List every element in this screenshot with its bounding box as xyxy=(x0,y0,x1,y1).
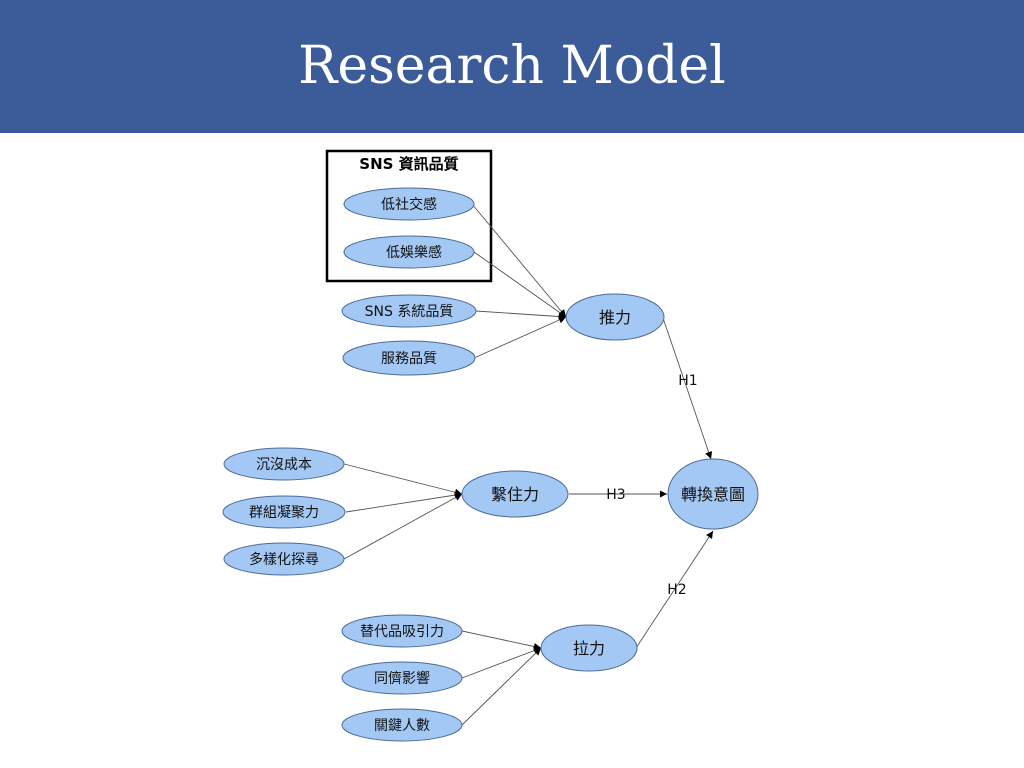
node-group-cohesion: 群組凝聚力 xyxy=(222,495,346,529)
svg-text:同儕影響: 同儕影響 xyxy=(374,670,430,687)
node-critical-mass: 關鍵人數 xyxy=(341,708,463,742)
svg-text:群組凝聚力: 群組凝聚力 xyxy=(249,505,319,521)
svg-text:轉換意圖: 轉換意圖 xyxy=(681,485,745,504)
h2-label: H2 xyxy=(667,582,686,598)
node-sunk-cost: 沉沒成本 xyxy=(223,447,345,481)
node-peer-influence: 同儕影響 xyxy=(341,661,463,695)
svg-text:低娛樂感: 低娛樂感 xyxy=(386,244,442,261)
node-alternative-attractiveness: 替代品吸引力 xyxy=(341,614,463,648)
pull-input-edges xyxy=(461,630,542,726)
node-sns-system-quality: SNS 系統品質 xyxy=(341,294,477,328)
sns-info-quality-box xyxy=(325,149,493,283)
sns-info-quality-title: SNS 資訊品質 xyxy=(359,155,458,173)
slide-title: Research Model xyxy=(298,36,726,96)
svg-text:服務品質: 服務品質 xyxy=(381,351,437,367)
svg-text:低社交感: 低社交感 xyxy=(381,196,437,213)
node-low-entertainment: 低娛樂感 xyxy=(343,235,475,269)
node-variety-seeking: 多樣化探尋 xyxy=(223,542,345,576)
svg-text:沉沒成本: 沉沒成本 xyxy=(256,456,312,473)
title-bar: Research Model xyxy=(0,0,1024,133)
svg-text:SNS 系統品質: SNS 系統品質 xyxy=(365,304,454,320)
svg-text:推力: 推力 xyxy=(599,308,631,327)
mooring-input-edges xyxy=(343,463,463,560)
node-push: 推力 xyxy=(565,293,665,341)
push-input-edges xyxy=(471,203,567,359)
h1-label: H1 xyxy=(678,373,697,389)
svg-text:關鍵人數: 關鍵人數 xyxy=(374,718,430,734)
svg-text:替代品吸引力: 替代品吸引力 xyxy=(360,624,444,640)
node-pull: 拉力 xyxy=(540,624,638,672)
svg-text:繫住力: 繫住力 xyxy=(491,485,539,504)
h1-edge xyxy=(662,317,713,460)
node-low-social: 低社交感 xyxy=(343,187,475,221)
h2-edge xyxy=(635,530,714,649)
svg-text:拉力: 拉力 xyxy=(573,639,605,658)
svg-text:多樣化探尋: 多樣化探尋 xyxy=(249,551,319,568)
node-switching-intention: 轉換意圖 xyxy=(667,458,759,530)
node-mooring: 繫住力 xyxy=(461,470,569,518)
node-service-quality: 服務品質 xyxy=(342,340,476,376)
h3-label: H3 xyxy=(606,487,625,503)
